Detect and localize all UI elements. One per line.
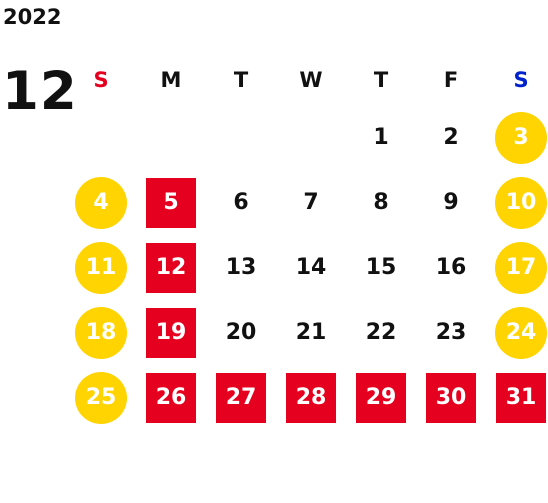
- day-number-30: 30: [426, 372, 476, 423]
- day-cell: 3: [486, 105, 548, 170]
- day-cell: 14: [276, 235, 346, 300]
- weekday-header-tuesday: T: [233, 68, 249, 92]
- day-cell: 24: [486, 300, 548, 365]
- day-number-9: 9: [443, 190, 459, 215]
- day-number-19: 19: [146, 307, 196, 358]
- day-number-12: 12: [146, 242, 196, 293]
- day-cell: 22: [346, 300, 416, 365]
- day-cell: 25: [66, 365, 136, 430]
- day-number-22: 22: [365, 320, 397, 345]
- day-number-28: 28: [286, 372, 336, 423]
- day-number-2: 2: [443, 125, 459, 150]
- day-cell: 9: [416, 170, 486, 235]
- day-cell: 11: [66, 235, 136, 300]
- day-number-4: 4: [75, 176, 127, 229]
- day-cell: 4: [66, 170, 136, 235]
- day-number-23: 23: [435, 320, 467, 345]
- day-cell: 5: [136, 170, 206, 235]
- weekday-header-wednesday: W: [299, 68, 323, 92]
- day-number-13: 13: [225, 255, 257, 280]
- day-number-31: 31: [496, 372, 546, 423]
- day-number-17: 17: [495, 241, 547, 294]
- day-cell: 21: [276, 300, 346, 365]
- day-number-25: 25: [75, 371, 127, 424]
- day-cell: 2: [416, 105, 486, 170]
- day-cell: 6: [206, 170, 276, 235]
- empty-day-cell: [276, 105, 346, 170]
- day-number-15: 15: [365, 255, 397, 280]
- day-cell: 16: [416, 235, 486, 300]
- weekday-header-friday: F: [443, 68, 459, 92]
- weekday-header-thursday: T: [373, 68, 389, 92]
- day-cell: 18: [66, 300, 136, 365]
- day-number-6: 6: [233, 190, 249, 215]
- day-cell: 15: [346, 235, 416, 300]
- year-label: 2022: [3, 5, 62, 29]
- day-number-3: 3: [495, 111, 547, 164]
- day-number-29: 29: [356, 372, 406, 423]
- day-number-26: 26: [146, 372, 196, 423]
- day-cell: 1: [346, 105, 416, 170]
- day-cell: 23: [416, 300, 486, 365]
- empty-day-cell: [136, 105, 206, 170]
- day-cell: 8: [346, 170, 416, 235]
- day-number-27: 27: [216, 372, 266, 423]
- day-number-18: 18: [75, 306, 127, 359]
- day-cell: 7: [276, 170, 346, 235]
- day-cell: 20: [206, 300, 276, 365]
- weekday-header-saturday: S: [513, 68, 529, 92]
- day-cell: 19: [136, 300, 206, 365]
- day-number-1: 1: [373, 125, 389, 150]
- empty-day-cell: [206, 105, 276, 170]
- day-number-14: 14: [295, 255, 327, 280]
- day-number-21: 21: [295, 320, 327, 345]
- day-cell: 12: [136, 235, 206, 300]
- day-number-11: 11: [75, 241, 127, 294]
- day-cell: 17: [486, 235, 548, 300]
- day-number-8: 8: [373, 190, 389, 215]
- day-cell: 27: [206, 365, 276, 430]
- empty-day-cell: [66, 105, 136, 170]
- weekday-header-sunday: S: [93, 68, 109, 92]
- day-cell: 30: [416, 365, 486, 430]
- day-cell: 26: [136, 365, 206, 430]
- day-number-20: 20: [225, 320, 257, 345]
- day-number-24: 24: [495, 306, 547, 359]
- day-cell: 13: [206, 235, 276, 300]
- day-number-10: 10: [495, 176, 547, 229]
- day-number-16: 16: [435, 255, 467, 280]
- day-number-7: 7: [303, 190, 319, 215]
- day-cell: 29: [346, 365, 416, 430]
- day-number-5: 5: [146, 177, 196, 228]
- day-cell: 31: [486, 365, 548, 430]
- day-cell: 10: [486, 170, 548, 235]
- day-cell: 28: [276, 365, 346, 430]
- weekday-header-monday: M: [160, 68, 182, 92]
- month-number: 12: [2, 61, 78, 122]
